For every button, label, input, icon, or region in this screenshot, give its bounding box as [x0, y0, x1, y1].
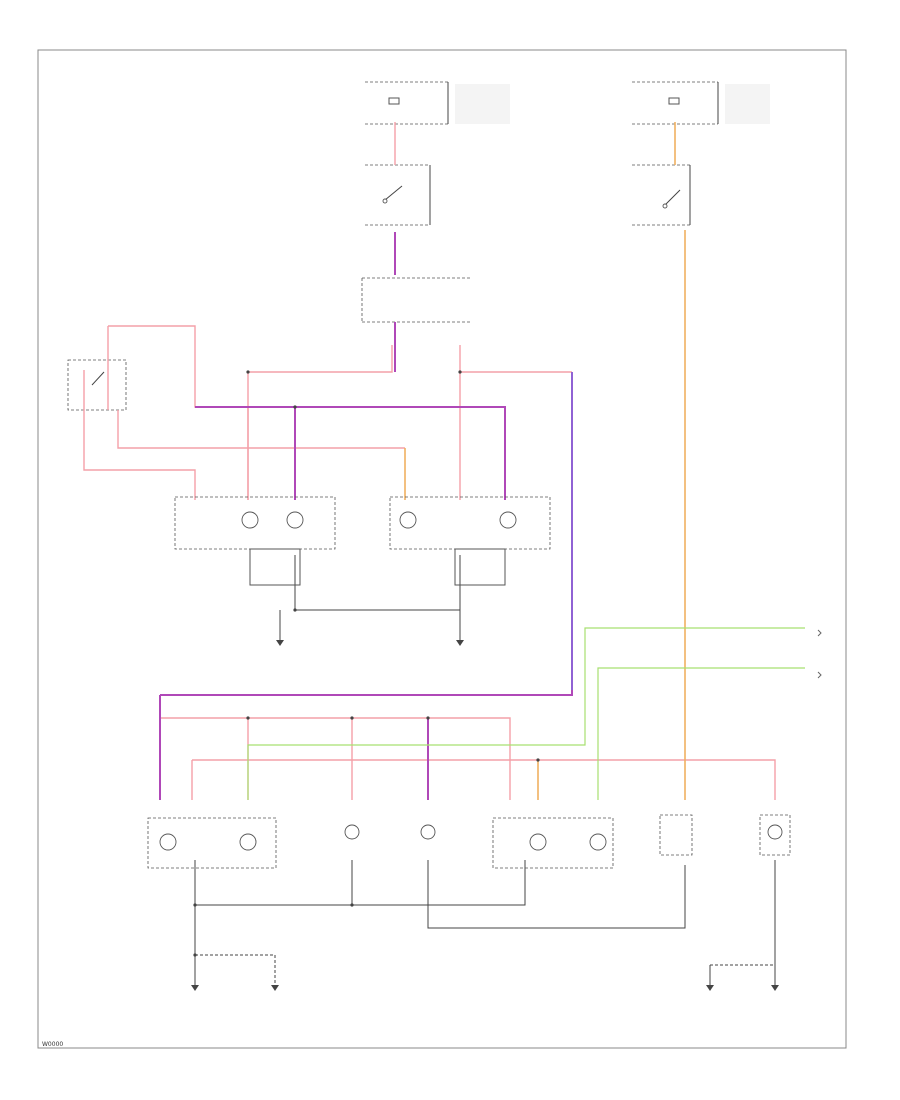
wires-dark [194, 555, 776, 985]
fuse-block-left [365, 81, 510, 125]
switch-icon [384, 185, 403, 201]
side-lamp-left [344, 824, 360, 840]
combination-switch-right [632, 164, 691, 226]
control-module [659, 814, 693, 856]
bulb-icon [767, 824, 783, 840]
switch-icon [91, 371, 105, 386]
bulb-icon [529, 833, 547, 851]
diagram-frame [37, 49, 847, 1049]
fuse-icon [668, 97, 680, 105]
combination-switch-upper [365, 164, 431, 226]
bulb-icon [241, 511, 259, 529]
bulb-icon [239, 833, 257, 851]
lamp-unit-lower-right [492, 817, 614, 869]
lamp-unit-upper-left [174, 496, 336, 586]
splice-dots [193, 370, 540, 957]
bulb-icon [344, 824, 360, 840]
bulb-icon [286, 511, 304, 529]
switch-icon [664, 189, 681, 206]
fuse-icon [388, 97, 400, 105]
bulb-icon [499, 511, 517, 529]
side-lamp-middle [420, 824, 436, 840]
fuse-block-right [632, 81, 770, 125]
switch-box-middle [361, 277, 470, 323]
bulb-icon [589, 833, 607, 851]
connector-icon [817, 629, 822, 679]
figure-code: W0000 [42, 1041, 63, 1048]
rear-lamp-right [759, 814, 791, 856]
bulb-icon [159, 833, 177, 851]
bulb-icon [399, 511, 417, 529]
ground-icon [191, 640, 779, 991]
combination-switch-left [67, 359, 127, 411]
bulb-icon [420, 824, 436, 840]
wires-orange [404, 122, 686, 800]
wires-green [247, 627, 805, 800]
lamp-unit-upper-right [389, 496, 551, 586]
lamp-unit-lower-left [147, 817, 277, 869]
